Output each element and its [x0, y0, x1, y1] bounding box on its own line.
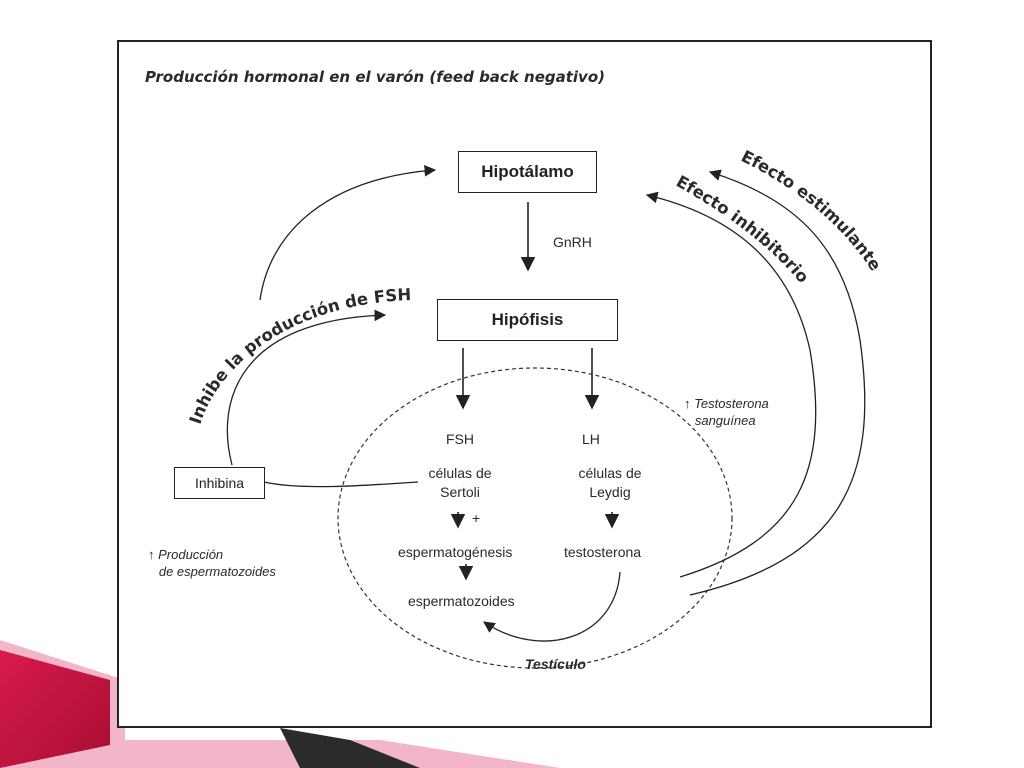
label-efecto-estimulante: Efecto estimulante — [738, 147, 885, 275]
note-testosterona-sanguinea: ↑ Testosterona sanguínea — [684, 396, 769, 428]
hipotalamo-box: Hipotálamo — [458, 151, 597, 193]
inhibina-box: Inhibina — [174, 467, 265, 499]
dark-wedge-shape — [280, 728, 420, 768]
testiculo-label: Testículo — [525, 656, 586, 672]
label-inhibe-produccion-fsh: Inhibe la producción de FSH — [186, 285, 412, 426]
testicle-outline — [337, 367, 733, 669]
arrow-efecto-inhibitorio — [645, 191, 817, 578]
arrow-inhibina-hipofisis — [226, 309, 387, 466]
hipofisis-box: Hipófisis — [437, 299, 618, 341]
plus-sign: + — [472, 510, 481, 526]
leydig-label: células de Leydig — [578, 465, 642, 500]
espermatozoides-label: espermatozoides — [408, 593, 515, 609]
figure-title: Producción hormonal en el varón (feed ba… — [145, 68, 605, 86]
sertoli-label: células de Sertoli — [428, 465, 492, 500]
curve-sertoli-inhibina — [263, 481, 419, 488]
arrow-efecto-estimulante — [689, 169, 866, 596]
lh-label: LH — [582, 431, 600, 447]
espermatogenesis-label: espermatogénesis — [398, 544, 513, 560]
gnrh-label: GnRH — [553, 234, 592, 250]
arrow-inhibina-hipotalamo — [259, 164, 437, 301]
note-produccion-espermatozoides: ↑ Producción de espermatozoides — [148, 547, 276, 579]
red-wedge-shape — [0, 650, 110, 768]
arrow-testosterona-espermatozoides — [483, 571, 621, 642]
fsh-label: FSH — [446, 431, 474, 447]
testosterona-label: testosterona — [564, 544, 642, 560]
